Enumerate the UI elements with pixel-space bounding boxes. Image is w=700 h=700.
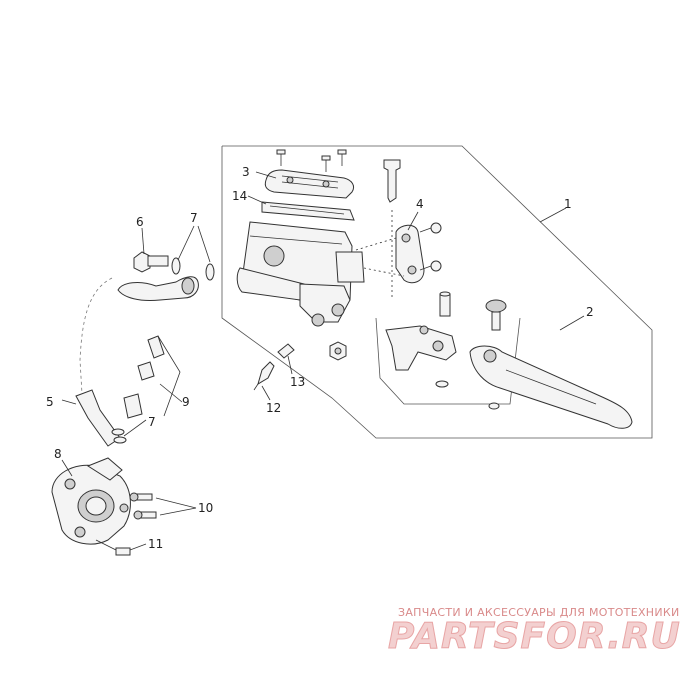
assembly-frame <box>221 145 653 439</box>
callout-11: 11 <box>148 537 163 551</box>
slave-bleeder-parts <box>123 335 181 419</box>
sealing-washers-lower <box>111 428 127 444</box>
lever-washers <box>435 380 500 410</box>
lever-bracket <box>385 325 457 371</box>
clamp-screws <box>419 222 442 272</box>
nut <box>329 341 347 361</box>
master-cylinder-body <box>236 221 365 327</box>
callout-14: 14 <box>232 189 247 203</box>
callout-9: 9 <box>182 395 190 409</box>
sealing-washers-upper <box>171 257 215 281</box>
banjo-bolt <box>133 251 169 273</box>
callout-1: 1 <box>564 197 572 211</box>
hose-route <box>79 277 113 395</box>
long-bolt <box>95 539 131 556</box>
callout-12: 12 <box>266 401 281 415</box>
slave-cylinder <box>51 457 131 545</box>
callout-5: 5 <box>46 395 54 409</box>
callout-4: 4 <box>416 197 424 211</box>
callout-2: 2 <box>586 305 594 319</box>
callout-7-top: 7 <box>190 211 198 225</box>
hose-lower-fitting <box>75 389 121 447</box>
leader-lines <box>61 171 585 551</box>
callout-7-bottom: 7 <box>148 415 156 429</box>
pivot-bolt <box>383 159 401 300</box>
callout-6: 6 <box>136 215 144 229</box>
callout-3: 3 <box>242 165 250 179</box>
callout-10: 10 <box>198 501 213 515</box>
reservoir-gasket <box>261 201 355 221</box>
bleed-screw <box>253 361 275 391</box>
reservoir-cover <box>264 169 355 199</box>
handlebar-clamp <box>355 224 425 284</box>
lever-adjuster <box>485 299 507 331</box>
watermark-brand: PARTSFOR.RU <box>388 616 681 657</box>
callout-8: 8 <box>54 447 62 461</box>
watermark-tagline: ЗАПЧАСТИ И АКСЕССУАРЫ ДЛЯ МОТОТЕХНИКИ <box>398 606 680 619</box>
callout-13: 13 <box>290 375 305 389</box>
cover-screws <box>276 149 347 172</box>
banjo-fitting <box>117 276 199 301</box>
lever-pin <box>439 291 451 317</box>
slave-screws <box>129 492 157 520</box>
bleed-cap <box>277 343 295 359</box>
brake-lever <box>469 345 633 429</box>
